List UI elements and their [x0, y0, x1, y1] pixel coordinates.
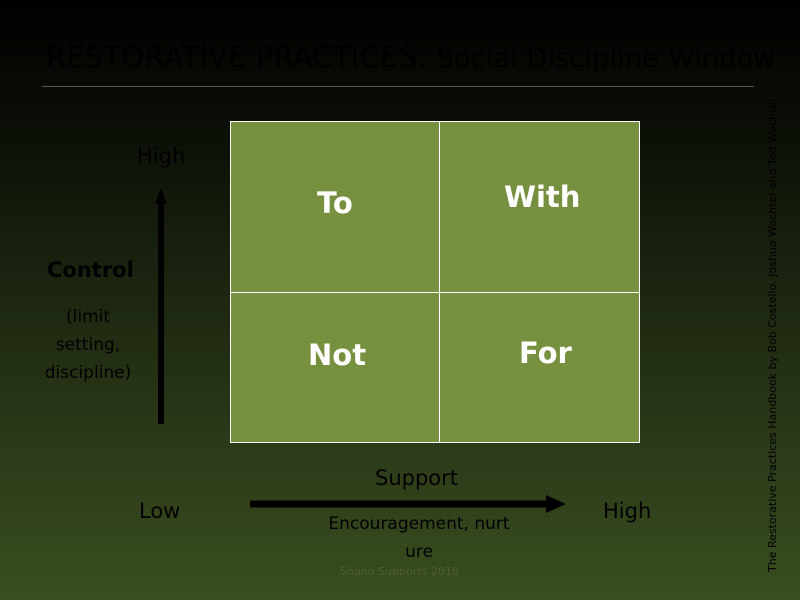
- y-axis-description: (limit setting, discipline): [44, 307, 132, 383]
- quadrant-to: To: [230, 121, 440, 293]
- x-axis-high-label: High: [603, 499, 652, 523]
- social-discipline-grid: To With Not For: [230, 121, 640, 443]
- x-axis-title: Support: [375, 466, 459, 490]
- page-title: RESTORATIVE PRACTICES: Social Discipline…: [46, 40, 776, 74]
- quadrant-not-label: Not: [308, 338, 367, 372]
- up-arrow-icon: [155, 188, 167, 424]
- quadrant-for: For: [439, 292, 640, 443]
- x-axis-low-label: Low: [139, 499, 181, 523]
- quadrant-not: Not: [230, 292, 440, 443]
- y-axis-title: Control: [47, 258, 134, 282]
- right-arrow-icon: [250, 495, 566, 513]
- title-main: RESTORATIVE PRACTICES:: [46, 40, 428, 74]
- watermark-text: Sound Supports 2018: [340, 565, 459, 578]
- x-axis-description: Encouragement, nurture: [328, 514, 510, 562]
- quadrant-with-label: With: [504, 180, 581, 214]
- source-citation: The Restorative Practices Handbook by Bo…: [766, 98, 779, 572]
- quadrant-to-label: To: [317, 186, 353, 220]
- title-divider: [42, 86, 754, 87]
- title-subtitle: Social Discipline Window: [436, 43, 776, 74]
- quadrant-for-label: For: [519, 336, 572, 370]
- y-axis-high-label: High: [137, 144, 186, 168]
- quadrant-with: With: [439, 121, 640, 293]
